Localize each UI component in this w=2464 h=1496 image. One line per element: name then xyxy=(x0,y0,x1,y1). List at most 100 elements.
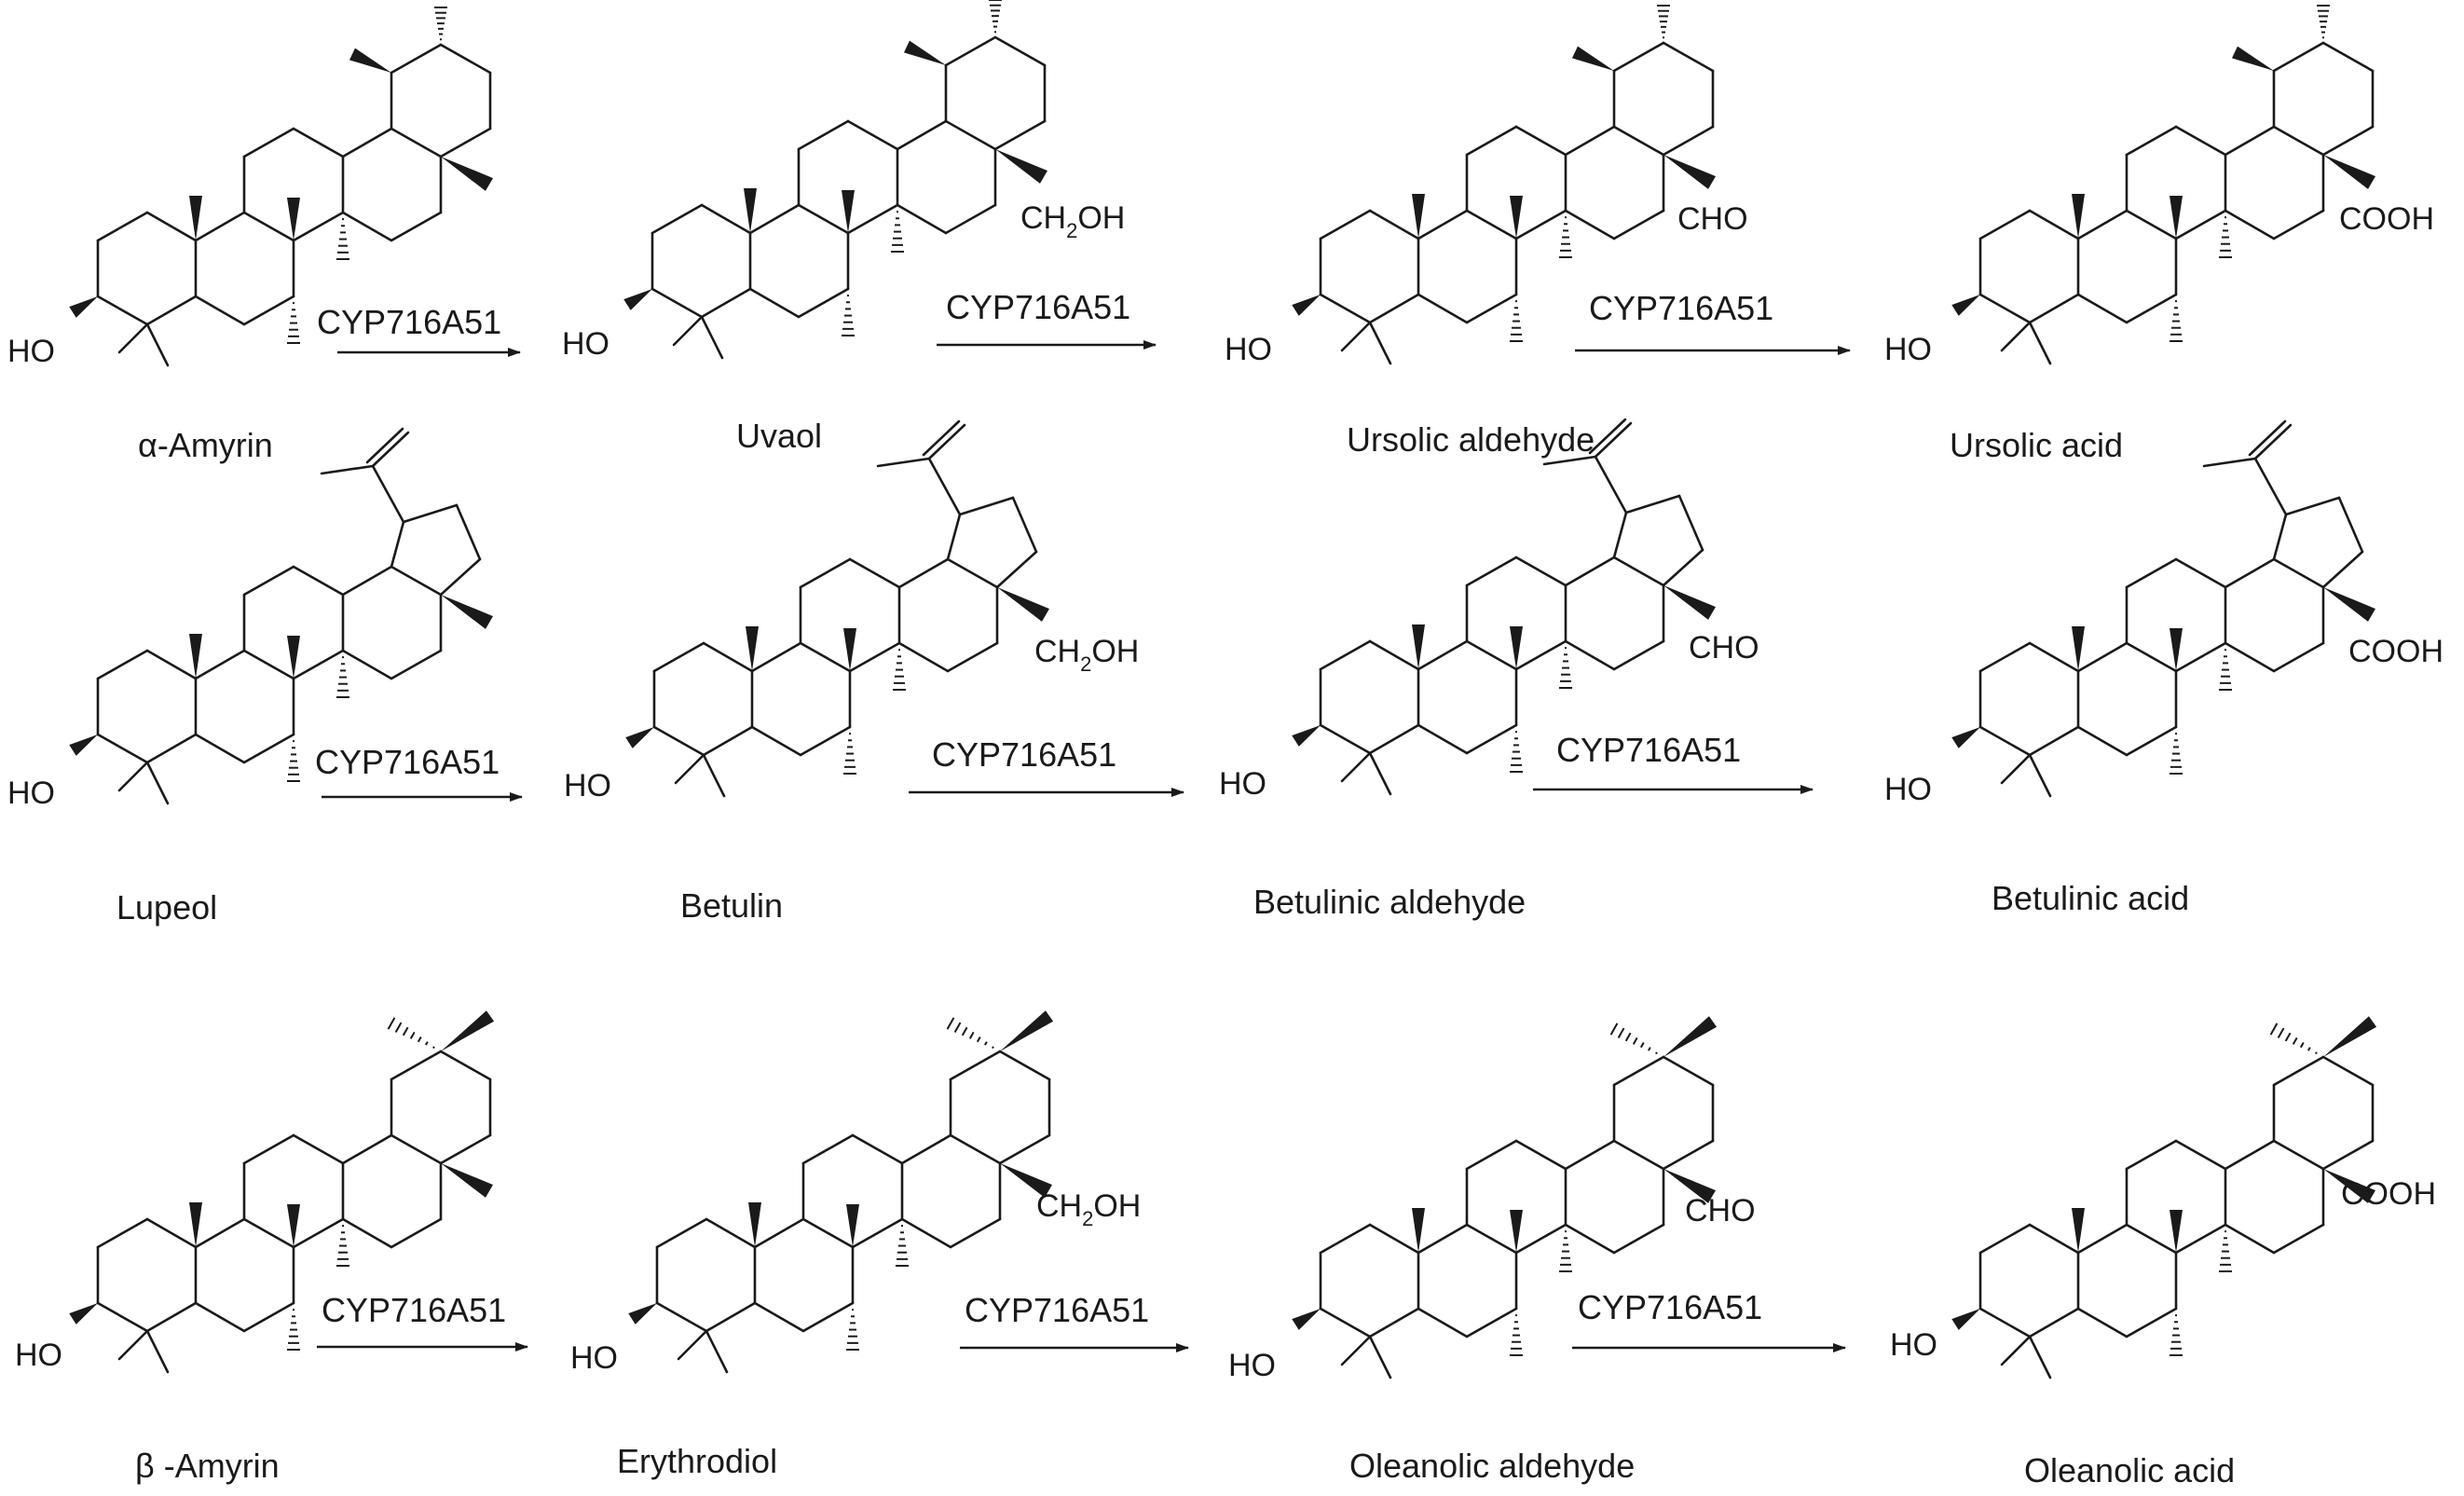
bond xyxy=(1564,125,1616,157)
wedge-bond xyxy=(1663,1016,1718,1057)
cho-label: CHO xyxy=(1689,630,1759,666)
bond xyxy=(946,513,962,561)
enzyme-label: CYP716A51 xyxy=(317,303,501,341)
hashed-bond xyxy=(961,1026,968,1036)
wedge-bond xyxy=(69,734,98,756)
bond xyxy=(1564,556,1616,587)
ho-label: HO xyxy=(1225,332,1272,367)
bond xyxy=(145,733,198,764)
bond xyxy=(1978,725,2032,757)
bond xyxy=(1662,1055,1715,1087)
bond xyxy=(117,323,149,354)
bond xyxy=(799,725,852,757)
bond xyxy=(2284,496,2341,516)
bond xyxy=(750,641,802,673)
bond xyxy=(1542,455,1597,466)
hashed-bond xyxy=(425,1041,429,1046)
bond xyxy=(946,557,999,589)
molecule-lupane-4 xyxy=(1951,419,2375,798)
wedge-bond xyxy=(995,149,1047,184)
bond xyxy=(96,295,149,326)
wedge-bond xyxy=(1292,725,1321,747)
bond xyxy=(1514,125,1567,157)
bond xyxy=(1978,1307,2032,1338)
bond xyxy=(1612,639,1665,671)
wedge-bond xyxy=(1510,1210,1523,1253)
bond xyxy=(1564,209,1616,240)
bond xyxy=(96,733,149,764)
bond xyxy=(1465,1139,1518,1171)
bond xyxy=(242,295,295,326)
cho-label: CHO xyxy=(1677,201,1748,237)
bond xyxy=(702,641,754,673)
bond xyxy=(801,1301,855,1333)
bond xyxy=(2224,1139,2276,1171)
hashed-bond xyxy=(2269,1022,2279,1036)
wedge-bond xyxy=(903,40,946,65)
wedge-bond xyxy=(628,1303,657,1324)
hashed-bond xyxy=(2299,1042,2305,1049)
bond xyxy=(2125,293,2178,324)
bond xyxy=(927,423,966,460)
hashed-bond xyxy=(2277,1027,2285,1038)
bond xyxy=(949,1050,1002,1081)
compound-label: Ursolic aldehyde xyxy=(1347,420,1595,459)
hashed-bond xyxy=(402,1026,409,1036)
bond xyxy=(390,1050,443,1081)
bond xyxy=(1662,125,1715,157)
bond xyxy=(848,557,901,589)
bond xyxy=(242,565,295,597)
bond xyxy=(1417,1307,1469,1338)
hashed-bond xyxy=(976,1036,981,1043)
bond xyxy=(1612,41,1665,73)
hashed-bond xyxy=(946,1017,955,1030)
wedge-bond xyxy=(1510,196,1523,239)
hashed-bond xyxy=(409,1031,416,1039)
bond xyxy=(2028,209,2080,240)
bond xyxy=(341,565,393,597)
hashed-bond xyxy=(2284,1032,2292,1042)
bond xyxy=(2125,1139,2178,1171)
ho-label: HO xyxy=(15,1338,62,1373)
bond xyxy=(1978,1223,2032,1255)
wedge-bond xyxy=(2170,628,2183,671)
enzyme-label: CYP716A51 xyxy=(946,288,1130,326)
wedge-bond xyxy=(1663,1169,1716,1203)
ch2oh-label: CH2OH xyxy=(1036,1188,1141,1230)
bond xyxy=(1340,321,1372,352)
molecule-ursane-2 xyxy=(623,0,1047,360)
bond xyxy=(292,127,345,158)
bond xyxy=(2321,1055,2375,1087)
wedge-bond xyxy=(2072,626,2085,671)
molecule-ursane-4 xyxy=(1951,5,2375,365)
bond xyxy=(96,1217,149,1249)
bond xyxy=(1978,293,2032,324)
enzyme-label: CYP716A51 xyxy=(965,1291,1149,1329)
bond xyxy=(242,127,295,158)
bond xyxy=(390,1217,443,1249)
bond xyxy=(145,761,170,805)
wedge-bond xyxy=(287,198,300,240)
wedge-bond xyxy=(189,1202,202,1247)
hashed-bond xyxy=(387,1017,396,1030)
bond xyxy=(194,295,246,326)
bond xyxy=(2321,1139,2375,1171)
enzyme-label: CYP716A51 xyxy=(1556,731,1741,769)
bond xyxy=(1319,723,1372,755)
bond xyxy=(2272,41,2325,73)
bond xyxy=(292,565,345,597)
bond xyxy=(797,287,850,319)
bond xyxy=(455,503,482,561)
wedge-bond xyxy=(748,1202,761,1247)
compound-label: Betulin xyxy=(680,886,783,925)
bond xyxy=(2253,423,2293,460)
bond xyxy=(2202,457,2257,468)
cooh-label: COOH xyxy=(2348,634,2443,669)
bond xyxy=(1465,125,1518,157)
bond xyxy=(2125,557,2178,589)
wedge-bond xyxy=(2170,196,2183,239)
bond xyxy=(995,550,1038,589)
bond xyxy=(145,323,170,367)
bond xyxy=(900,1133,952,1165)
